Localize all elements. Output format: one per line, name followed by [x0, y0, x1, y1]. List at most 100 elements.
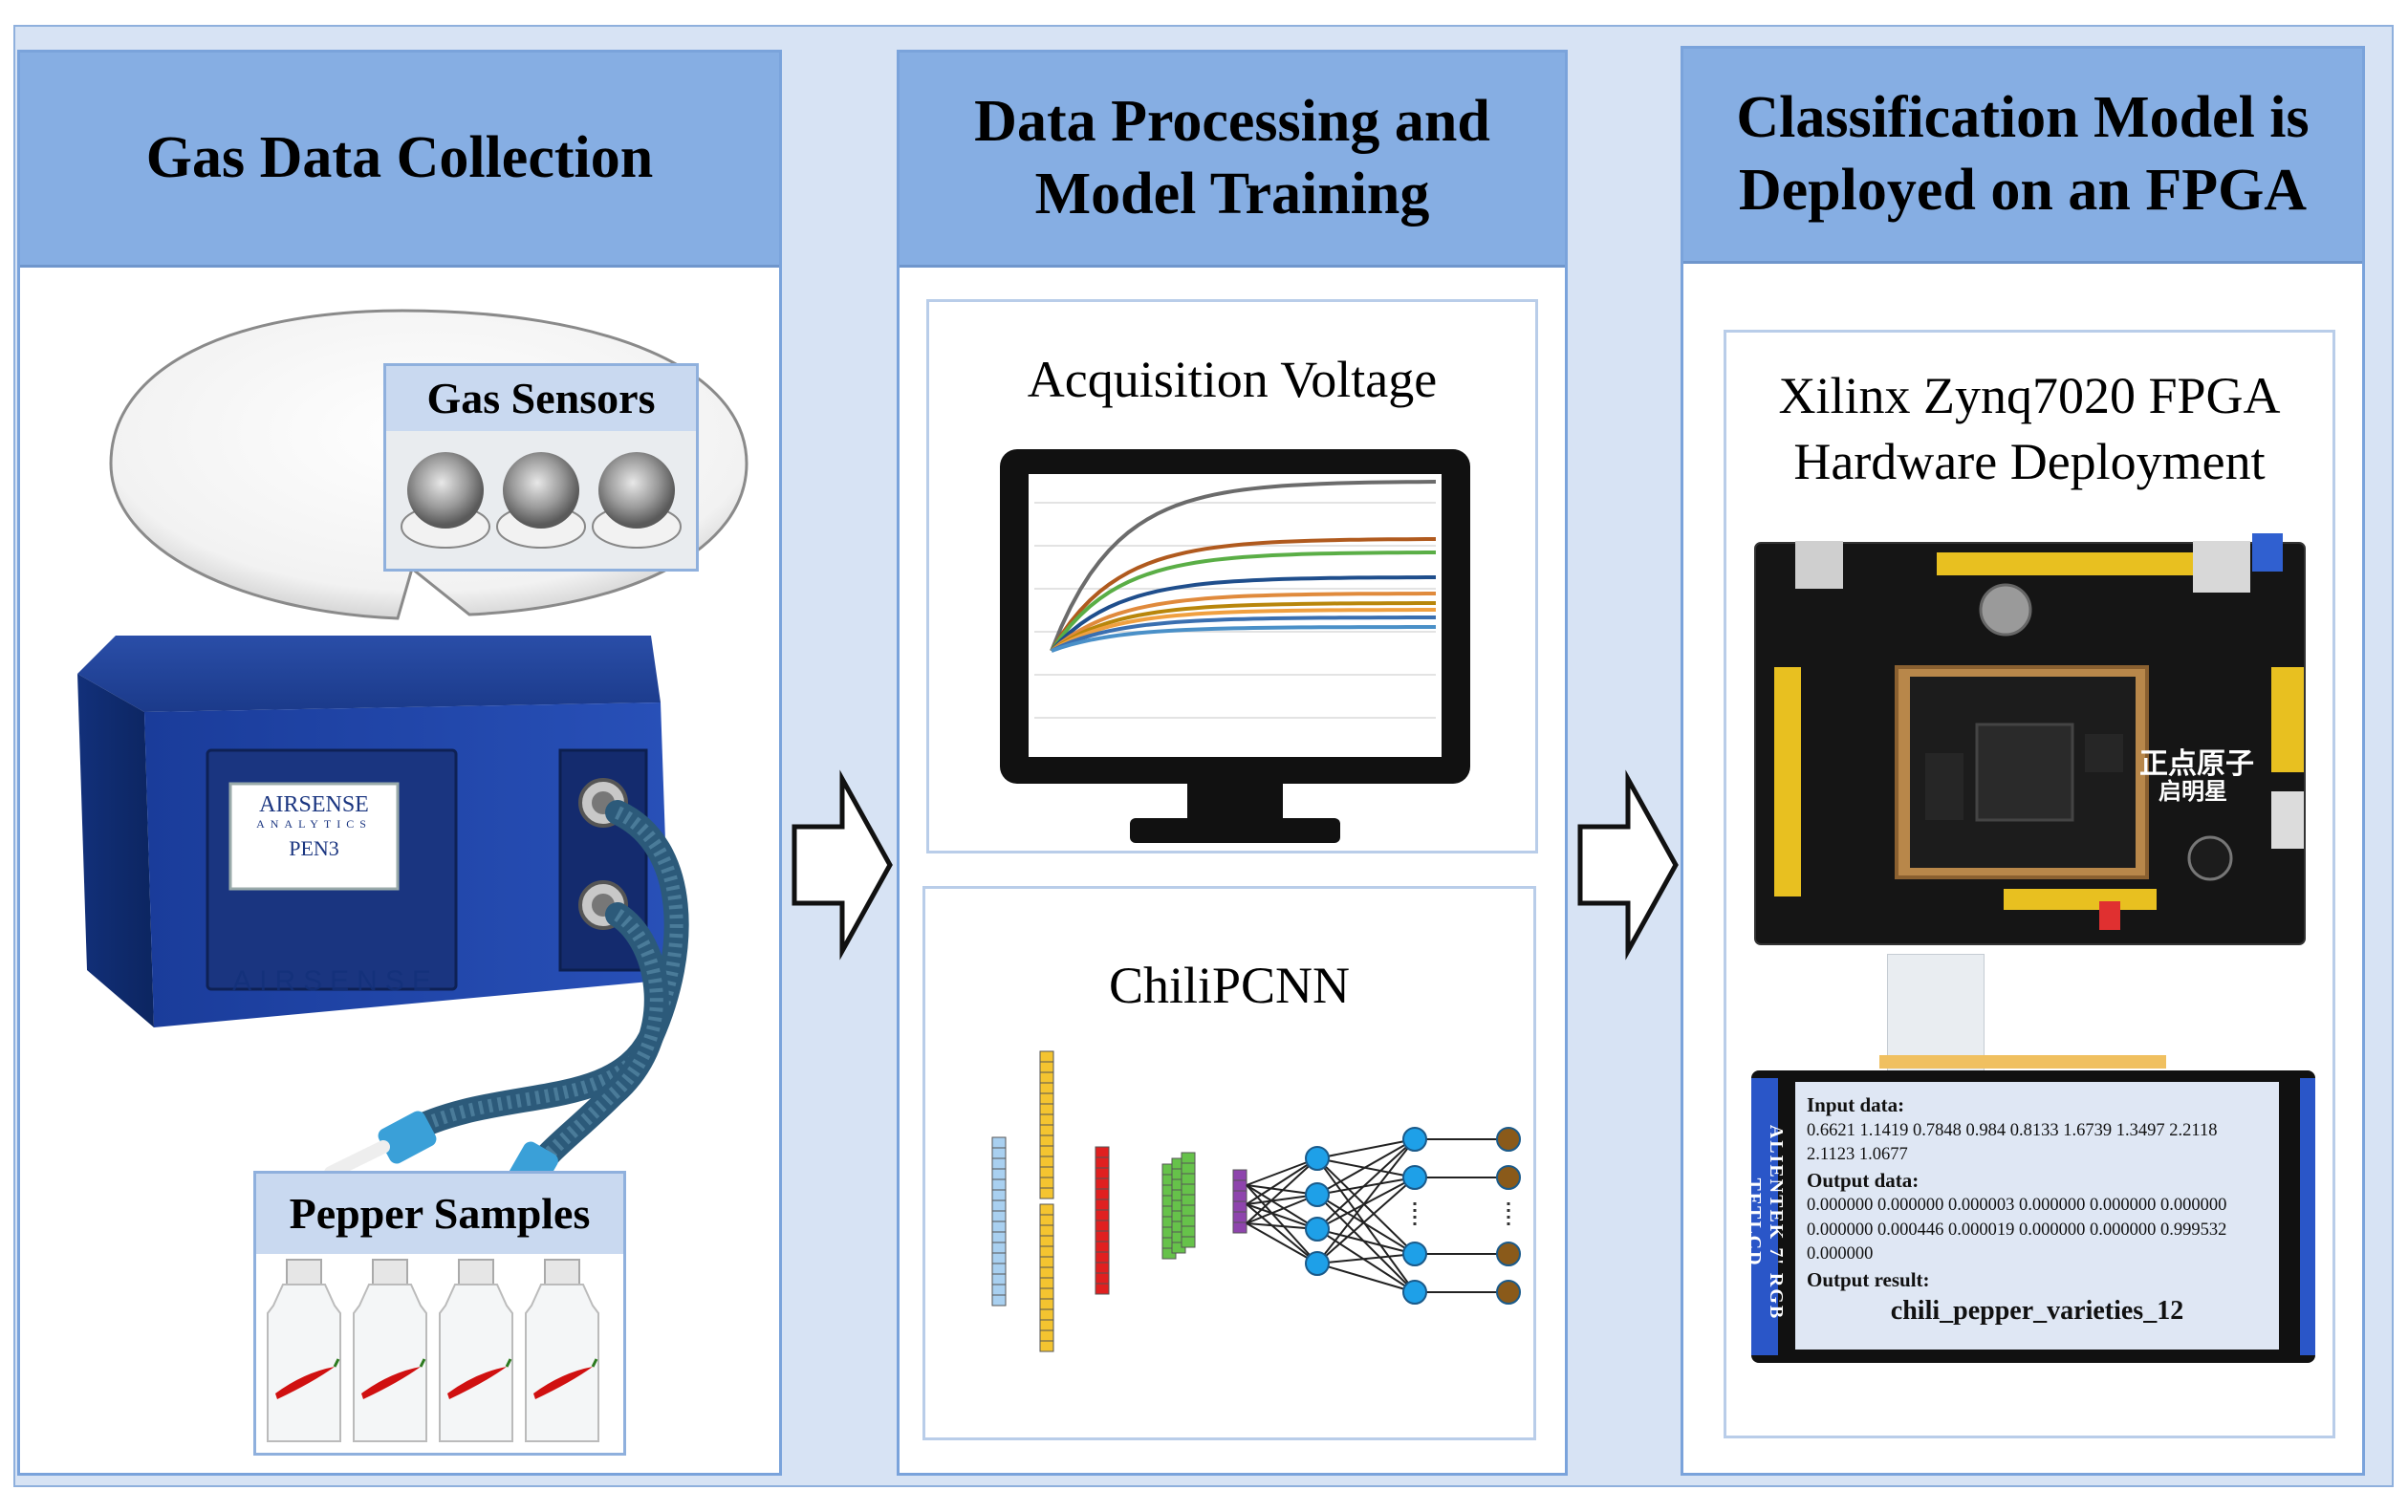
hardware-title: Xilinx Zynq7020 FPGA Hardware Deployment: [1778, 367, 2281, 491]
network-connection: [1316, 1194, 1416, 1293]
hidden-node-icon: [1305, 1182, 1330, 1207]
network-connection: [1316, 1228, 1416, 1293]
feature-map-icon: [1171, 1157, 1186, 1254]
panel-gas-data-collection: Gas Data Collection Gas Sensors: [17, 50, 782, 1476]
lcd-display: ALIENTEK 7' RGB TFTLCD Input data: 0.662…: [1744, 1070, 2315, 1363]
lcd-screen: Input data: 0.6621 1.1419 0.7848 0.984 0…: [1795, 1082, 2279, 1350]
network-connection: [1316, 1263, 1416, 1293]
output-node-icon: [1496, 1127, 1521, 1152]
lcd-output-line-1: 0.000000 0.000000 0.000003 0.000000 0.00…: [1807, 1196, 2227, 1216]
lcd-output-label: Output data:: [1807, 1168, 1920, 1192]
network-connection: [1316, 1177, 1416, 1264]
hidden-node-icon: [1305, 1146, 1330, 1171]
sensor-icon-1: [401, 452, 490, 549]
network-connection: [1316, 1177, 1416, 1196]
output-node-icon: [1496, 1280, 1521, 1305]
bottle-icon-2: [353, 1259, 427, 1442]
lcd-frame-blue: [1751, 1078, 1778, 1355]
pepper-samples-label: Pepper Samples: [256, 1174, 623, 1254]
arrow-right-icon-1: [792, 769, 893, 961]
lcd-output-line-2: 0.000000 0.000446 0.000019 0.000000 0.00…: [1807, 1220, 2227, 1240]
lcd-result-value: chili_pepper_varieties_12: [1890, 1296, 2184, 1327]
sensor-icon-3: [592, 452, 682, 549]
network-connection: [1316, 1138, 1416, 1264]
input-layer-icon: [991, 1136, 1007, 1307]
panel-title: Classification Model is Deployed on an F…: [1683, 49, 2362, 264]
network-connection: [1316, 1138, 1416, 1230]
device-screen-brand: AIRSENSE: [259, 792, 369, 817]
network-connection: [1246, 1194, 1318, 1224]
lcd-input-label: Input data:: [1807, 1093, 1905, 1116]
network-connection: [1246, 1184, 1318, 1230]
network-connection: [1246, 1203, 1318, 1264]
hidden-node-icon: [1402, 1242, 1427, 1266]
hidden-node-icon: [1305, 1217, 1330, 1242]
lcd-output-line-3: 0.000000: [1807, 1243, 1874, 1264]
pool-layer-icon: [1095, 1146, 1110, 1295]
hidden-node-icon: [1305, 1251, 1330, 1276]
device-screen-model: PEN3: [289, 836, 339, 860]
voltage-curve: [1051, 616, 1436, 653]
conv-block-icon-1: [1039, 1050, 1054, 1199]
gas-sensors-label: Gas Sensors: [386, 366, 696, 431]
panel-title: Data Processing and Model Training: [900, 53, 1565, 268]
network-connection: [1316, 1228, 1416, 1255]
lcd-input-line-2: 2.1123 1.0677: [1807, 1144, 1908, 1164]
board-model: 启明星: [2159, 778, 2227, 805]
network-connection: [1316, 1138, 1416, 1159]
device-screen-brand-sub: ANALYTICS: [256, 817, 372, 831]
panel-title: Gas Data Collection: [20, 53, 779, 268]
network-title: ChiliPCNN: [1108, 957, 1351, 1014]
cnn-architecture-icon: [991, 1050, 1521, 1352]
acquisition-voltage-box: Acquisition Voltage: [926, 299, 1538, 853]
voltage-curve: [1050, 608, 1436, 653]
lcd-input-line-1: 0.6621 1.1419 0.7848 0.984 0.8133 1.6739…: [1807, 1120, 2218, 1140]
voltage-curve: [1051, 625, 1436, 653]
sample-bottles: [267, 1259, 599, 1442]
network-connection: [1246, 1157, 1318, 1205]
chilipcnn-box: ChiliPCNN: [922, 886, 1536, 1440]
network-connection: [1316, 1194, 1416, 1255]
sensor-icons: [386, 431, 696, 569]
gas-sensors-box: Gas Sensors: [383, 363, 699, 572]
bottle-icon-1: [267, 1259, 341, 1442]
sensor-icon-2: [496, 452, 586, 549]
monitor-icon: [1000, 449, 1470, 843]
arrow-right-icon-2: [1577, 769, 1679, 961]
network-connection: [1316, 1253, 1416, 1264]
lcd-frame-blue-right: [2300, 1078, 2315, 1355]
network-connection: [1246, 1157, 1318, 1224]
voltage-curve: [1050, 537, 1436, 653]
flatten-layer-icon: [1232, 1169, 1247, 1234]
lcd-result-label: Output result:: [1807, 1267, 1930, 1291]
network-connection: [1316, 1138, 1416, 1196]
feature-map-icon: [1161, 1163, 1177, 1260]
conv-block-icon-2: [1039, 1203, 1054, 1352]
network-connection: [1246, 1184, 1318, 1264]
fpga-board-illustration: [1754, 533, 2306, 945]
pen3-device-illustration: [77, 636, 689, 1225]
bottle-icon-4: [525, 1259, 599, 1442]
feature-map-icon: [1181, 1152, 1196, 1248]
lcd-side-label: ALIENTEK 7' RGB TFTLCD: [1744, 1124, 1787, 1321]
cable-connector: [1879, 1055, 2166, 1069]
pepper-samples-box: Pepper Samples: [253, 1171, 626, 1456]
network-connection: [1246, 1157, 1318, 1186]
hardware-deployment-box: Xilinx Zynq7020 FPGA Hardware Deployment: [1724, 330, 2335, 1438]
board-brand: 正点原子: [2139, 747, 2254, 781]
chart-title: Acquisition Voltage: [1027, 351, 1438, 408]
ribbon-cable: [1887, 954, 1985, 1072]
panel-data-processing: Data Processing and Model Training Acqui…: [897, 50, 1568, 1476]
panel-fpga-deployment: Classification Model is Deployed on an F…: [1681, 46, 2365, 1476]
hidden-node-icon: [1402, 1165, 1427, 1190]
voltage-curve: [1050, 575, 1436, 653]
bottle-icon-3: [439, 1259, 513, 1442]
voltage-curve: [1050, 601, 1436, 653]
voltage-curve: [1050, 551, 1436, 653]
network-connection: [1246, 1203, 1318, 1230]
voltage-curves: [1034, 480, 1437, 719]
voltage-curve: [1050, 480, 1437, 652]
voltage-curve: [1050, 592, 1436, 653]
network-connection: [1316, 1157, 1416, 1255]
device-case-text: AIRSENSE: [232, 965, 439, 997]
